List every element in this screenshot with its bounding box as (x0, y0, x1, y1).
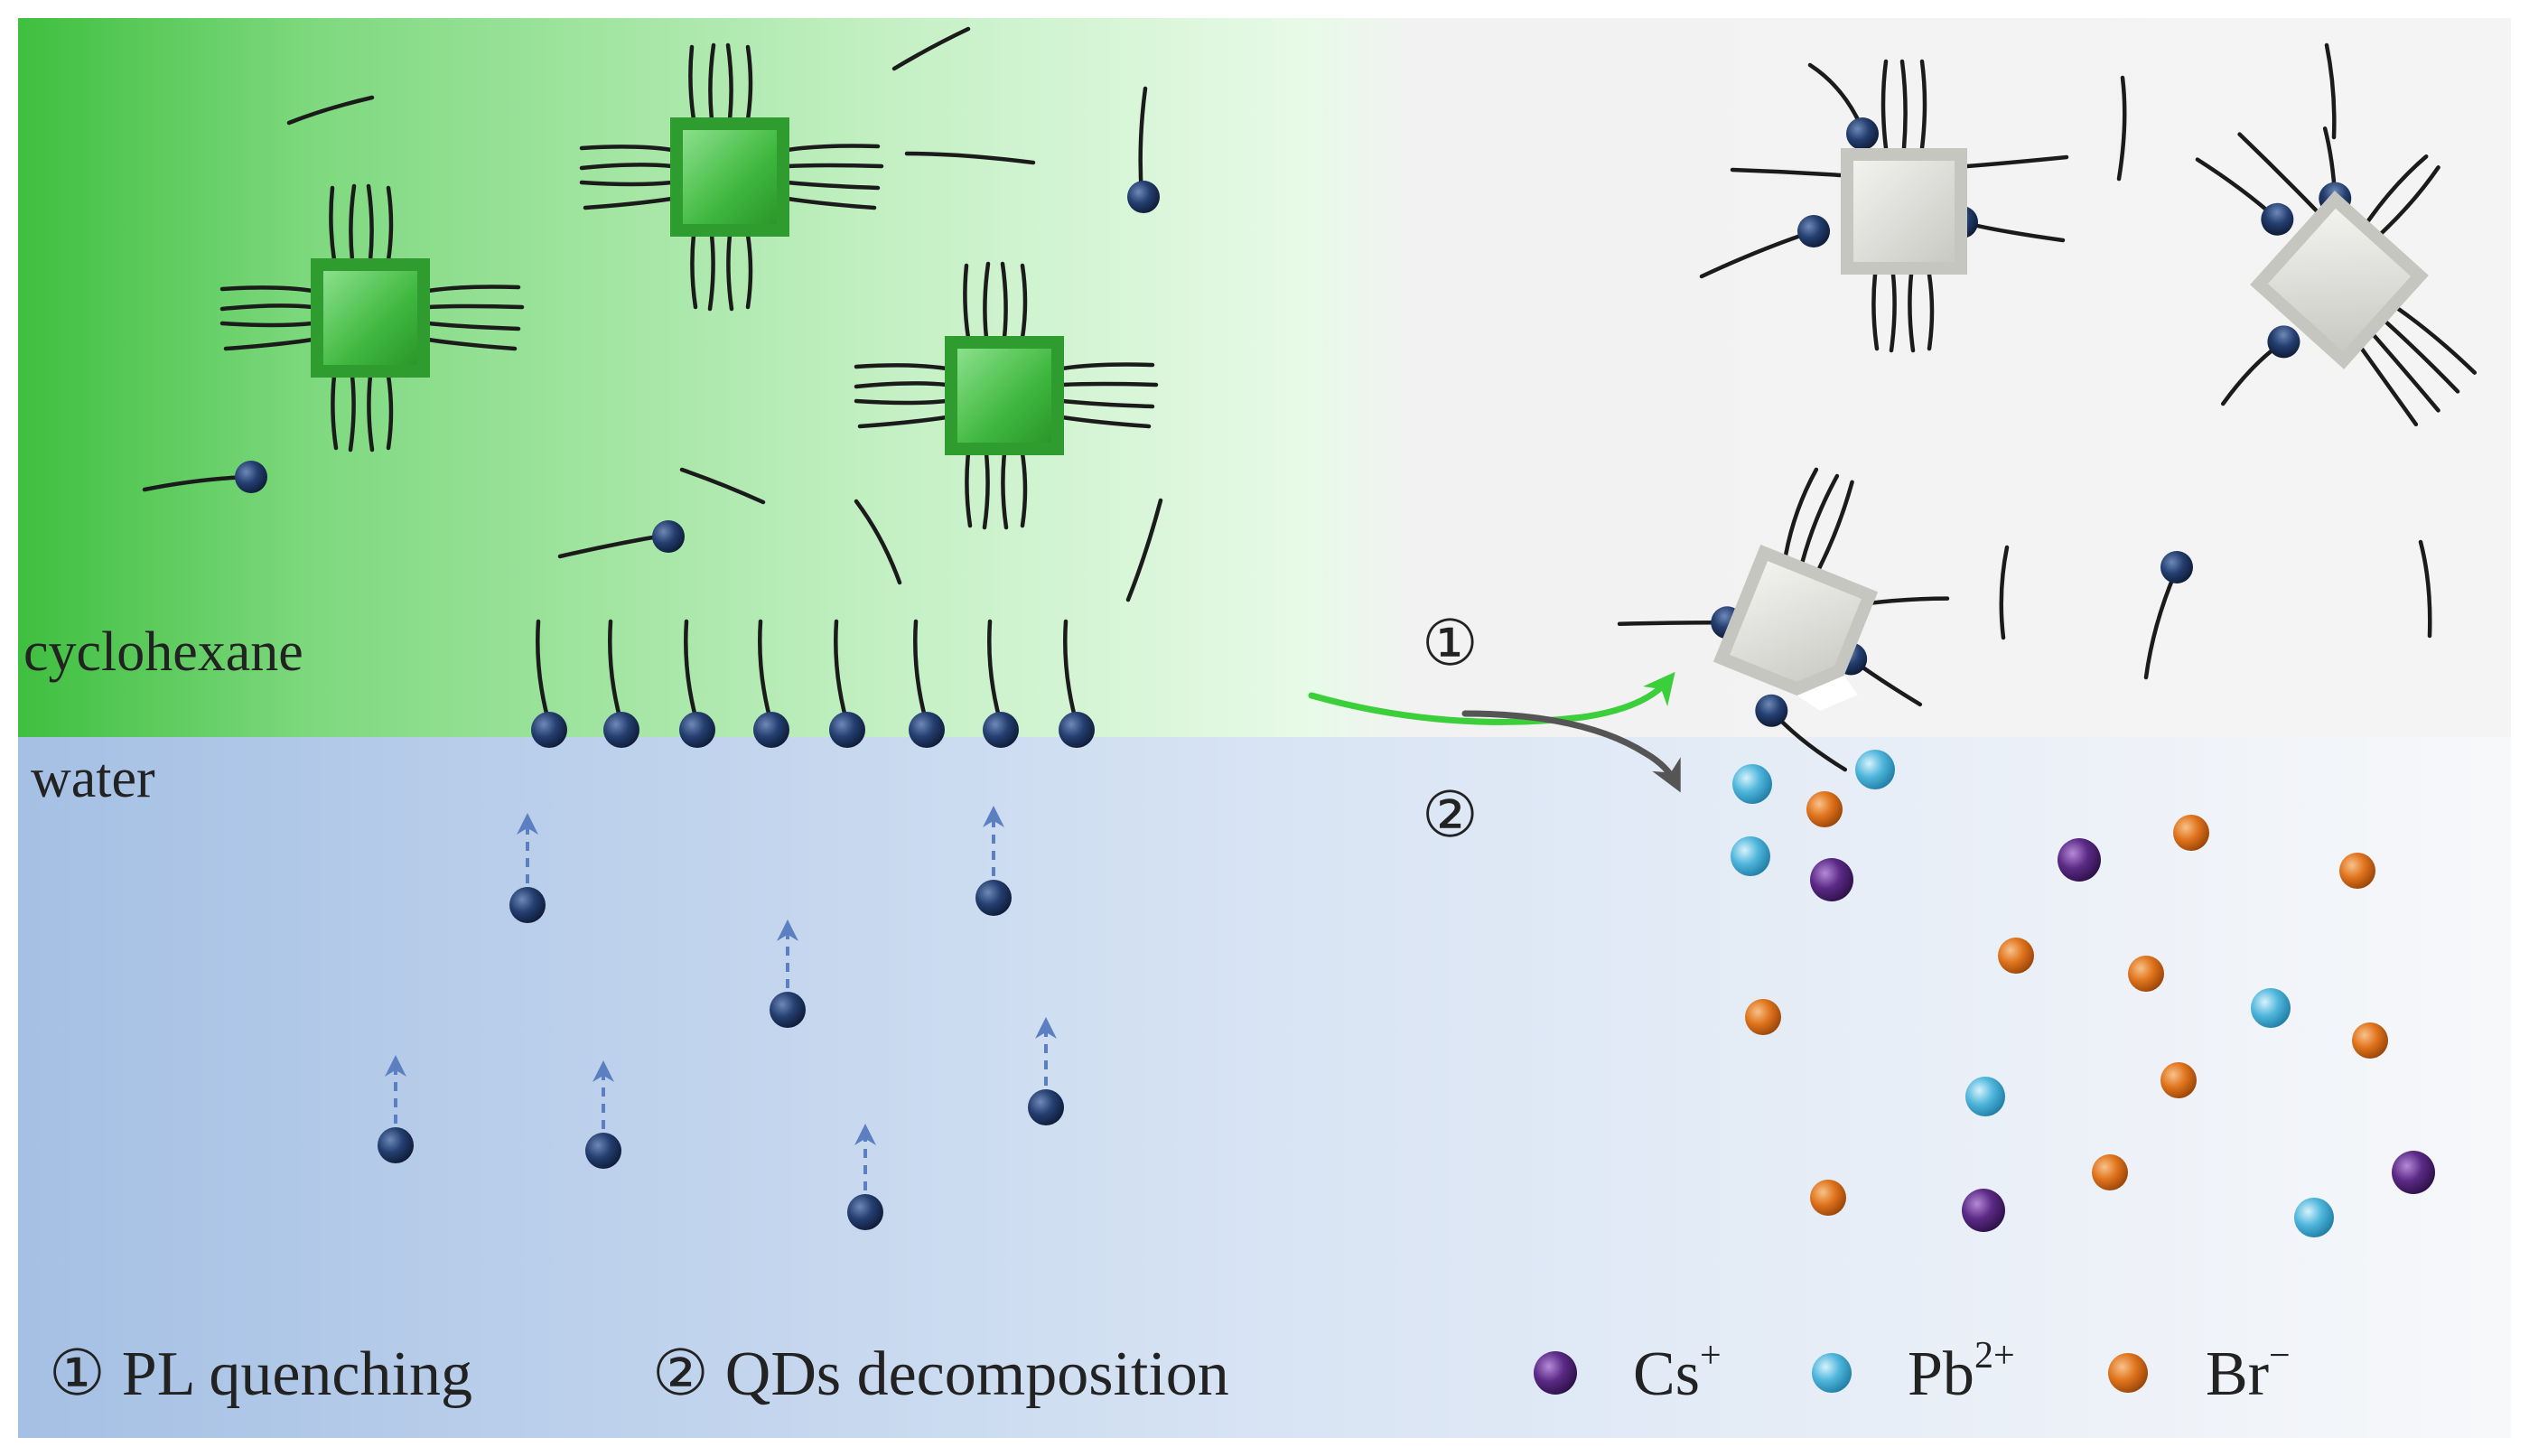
intact-qd-2 (579, 42, 884, 312)
pathway-1-marker: ① (1422, 610, 1479, 679)
intact-qd-3 (854, 261, 1159, 530)
decomposition-arrow (1461, 710, 1681, 793)
aqueous-phase-label: water (31, 748, 155, 809)
organic-phase (18, 18, 2511, 737)
ion-legend: Cs+ Pb2+ Br− (1534, 1335, 2291, 1409)
quenched-qd-3 (1617, 467, 1950, 772)
quenched-qd-2 (2195, 126, 2478, 427)
pathway-2-marker: ② (1422, 781, 1479, 851)
organic-phase-label: cyclohexane (23, 621, 303, 683)
legend-cs-swatch (1534, 1351, 1577, 1395)
decomposed-ions (1731, 750, 2435, 1237)
quenched-qd-1 (1699, 59, 2069, 353)
intact-qd-1 (219, 183, 525, 453)
free-surfactants-organic (142, 86, 2193, 680)
aqueous-phase (18, 737, 2511, 1438)
legend-pb-swatch (1812, 1353, 1852, 1393)
pathway-arrows: ① ② (1308, 610, 1681, 851)
legend-cs-label: Cs+ (1633, 1335, 1722, 1409)
legend-br-label: Br− (2206, 1335, 2291, 1409)
migrating-surfactants-water (378, 806, 1064, 1230)
interface-surfactant-layer (531, 619, 1095, 748)
legend-pb-label: Pb2+ (1908, 1335, 2015, 1409)
free-ligands-organic (286, 26, 2432, 640)
legend-br-swatch (2108, 1353, 2148, 1393)
